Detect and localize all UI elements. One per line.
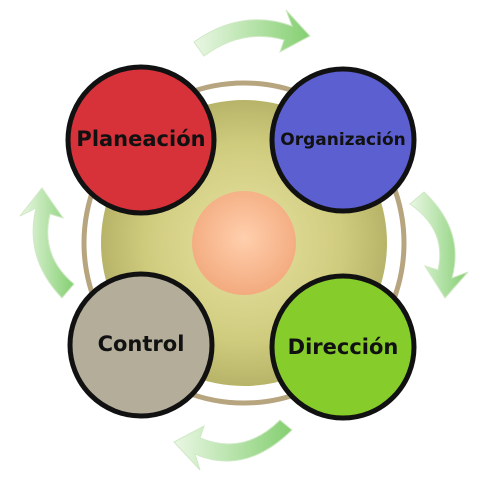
hub-center-circle — [192, 191, 296, 295]
node-label-control: Control — [98, 332, 185, 356]
node-label-direccion: Dirección — [288, 335, 399, 359]
arrow-right-icon — [409, 191, 469, 299]
node-label-planeacion: Planeación — [76, 127, 205, 151]
hub-outer-ring-inner-line — [90, 89, 398, 397]
node-label-organizacion: Organización — [280, 130, 405, 150]
node-direccion: Dirección — [269, 273, 417, 421]
node-control: Control — [67, 271, 215, 419]
arrow-left-icon — [19, 187, 75, 299]
node-planeacion: Planeación — [65, 64, 217, 216]
arrow-bottom-icon — [173, 419, 293, 471]
node-organizacion: Organización — [269, 66, 417, 214]
hub-outer-ring — [81, 80, 407, 406]
arrow-top-icon — [193, 9, 311, 57]
